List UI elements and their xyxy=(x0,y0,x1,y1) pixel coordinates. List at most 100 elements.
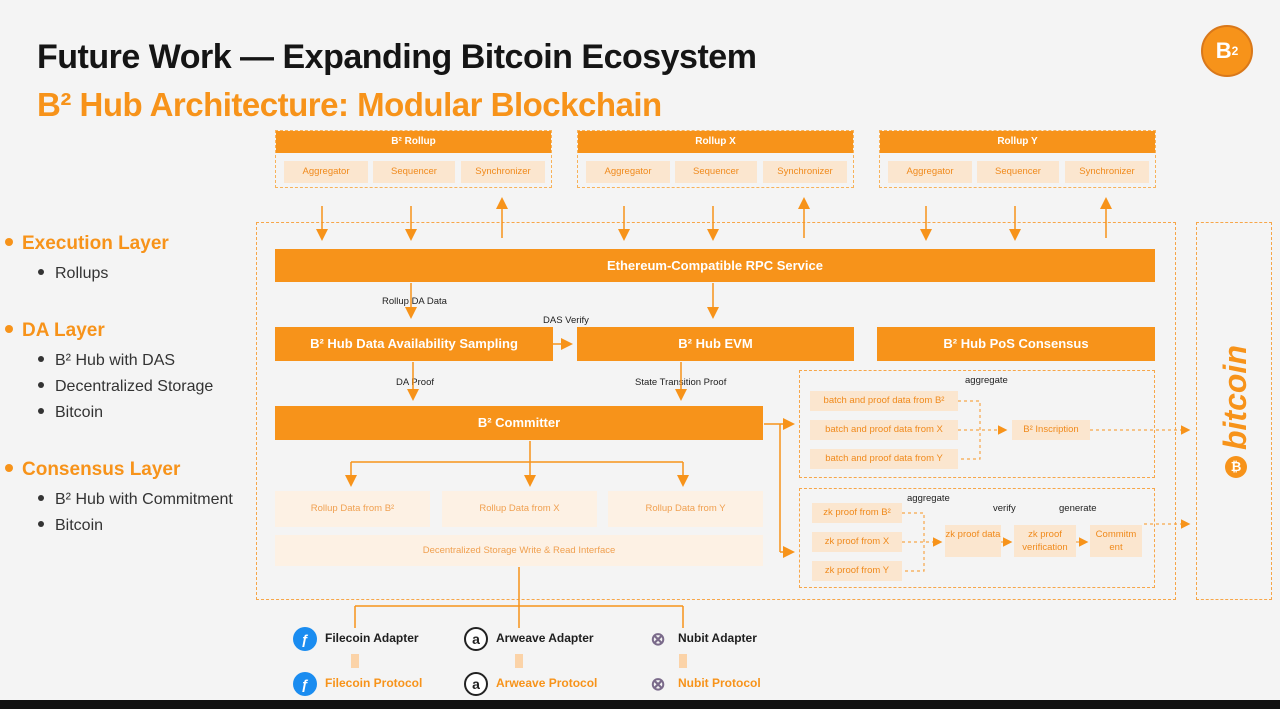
bullet-icon xyxy=(38,520,44,527)
layer-item-text: Bitcoin xyxy=(55,517,104,534)
zk-proof-y: zk proof from Y xyxy=(812,561,902,581)
layer-item: B² Hub with DAS xyxy=(38,352,175,370)
layer-title-text: DA Layer xyxy=(22,320,105,341)
synchronizer-box: Synchronizer xyxy=(763,161,847,183)
rollup-y: Rollup Y Aggregator Sequencer Synchroniz… xyxy=(879,130,1156,188)
arweave-adapter: a Arweave Adapter xyxy=(464,627,594,651)
bitcoin-text: bitcoin xyxy=(1217,345,1253,450)
sequencer-box: Sequencer xyxy=(675,161,757,183)
label-aggregate: aggregate xyxy=(965,375,1008,386)
rollup-title: B² Rollup xyxy=(276,131,551,153)
batch-x: batch and proof data from X xyxy=(810,420,958,440)
committer-box: B² Committer xyxy=(275,406,763,440)
zk-proof-b2: zk proof from B² xyxy=(812,503,902,523)
protocol-label: Nubit Protocol xyxy=(678,676,761,691)
inscription-panel xyxy=(799,370,1155,478)
zk-proof-data: zk proof data xyxy=(945,525,1001,557)
aggregator-box: Aggregator xyxy=(888,161,972,183)
layer-item-text: Bitcoin xyxy=(55,404,104,421)
protocol-label: Arweave Protocol xyxy=(496,676,598,691)
rollup-data-x: Rollup Data from X xyxy=(442,491,597,527)
adapter-link-filecoin xyxy=(351,654,359,668)
rollup-data-b2: Rollup Data from B² xyxy=(275,491,430,527)
filecoin-protocol: ƒ Filecoin Protocol xyxy=(293,672,422,696)
layer-item-text: B² Hub with Commitment xyxy=(55,491,233,508)
bullet-icon xyxy=(5,463,13,472)
sequencer-box: Sequencer xyxy=(373,161,455,183)
bullet-icon xyxy=(38,355,44,362)
bitcoin-coin-icon xyxy=(1225,456,1247,478)
label-zk-aggregate: aggregate xyxy=(907,493,950,504)
aggregator-box: Aggregator xyxy=(284,161,368,183)
arweave-protocol: a Arweave Protocol xyxy=(464,672,597,696)
aggregator-box: Aggregator xyxy=(586,161,670,183)
label-verify: verify xyxy=(993,503,1016,514)
batch-b2: batch and proof data from B² xyxy=(810,391,958,411)
footer-bar xyxy=(0,700,1280,709)
layer-title-text: Consensus Layer xyxy=(22,459,181,480)
rollup-x: Rollup X Aggregator Sequencer Synchroniz… xyxy=(577,130,854,188)
bitcoin-wordmark: ₿ bitcoin xyxy=(1217,345,1253,478)
label-das-verify: DAS Verify xyxy=(543,315,589,326)
layer-item: Rollups xyxy=(38,265,108,283)
aggregate-bracket xyxy=(958,400,981,460)
commitment-box: Commitm ent xyxy=(1090,525,1142,557)
nubit-icon: ⊗ xyxy=(650,629,666,649)
adapter-label: Arweave Adapter xyxy=(496,631,594,646)
rollup-b2: B² Rollup Aggregator Sequencer Synchroni… xyxy=(275,130,552,188)
batch-y: batch and proof data from Y xyxy=(810,449,958,469)
layer-title-consensus: Consensus Layer xyxy=(5,459,180,481)
protocol-label: Filecoin Protocol xyxy=(325,676,423,691)
layer-title-text: Execution Layer xyxy=(22,233,169,254)
layer-item-text: Rollups xyxy=(55,265,109,282)
adapter-link-nubit xyxy=(679,654,687,668)
pos-box: B² Hub PoS Consensus xyxy=(877,327,1155,361)
nubit-adapter: ⊗ Nubit Adapter xyxy=(646,627,757,651)
layer-item: Bitcoin xyxy=(38,404,103,422)
layer-item: Decentralized Storage xyxy=(38,378,213,396)
evm-box: B² Hub EVM xyxy=(577,327,854,361)
page-subtitle: B² Hub Architecture: Modular Blockchain xyxy=(37,86,662,123)
arweave-icon: a xyxy=(464,672,488,696)
rpc-service: Ethereum-Compatible RPC Service xyxy=(275,249,1155,282)
logo-sup: 2 xyxy=(1231,44,1239,58)
layer-title-da: DA Layer xyxy=(5,320,105,342)
das-box: B² Hub Data Availability Sampling xyxy=(275,327,553,361)
label-generate: generate xyxy=(1059,503,1097,514)
synchronizer-box: Synchronizer xyxy=(1065,161,1149,183)
label-da-proof: DA Proof xyxy=(396,377,435,388)
zk-aggregate-bracket xyxy=(902,512,925,572)
svg-text:₿: ₿ xyxy=(1231,459,1242,474)
adapter-label: Filecoin Adapter xyxy=(325,631,419,646)
filecoin-adapter: ƒ Filecoin Adapter xyxy=(293,627,419,651)
sequencer-box: Sequencer xyxy=(977,161,1059,183)
storage-interface: Decentralized Storage Write & Read Inter… xyxy=(275,535,763,566)
bitcoin-container xyxy=(1196,222,1272,600)
synchronizer-box: Synchronizer xyxy=(461,161,545,183)
b2-hub-container xyxy=(256,222,1176,600)
page-title: Future Work — Expanding Bitcoin Ecosyste… xyxy=(37,38,757,76)
bullet-icon xyxy=(38,494,44,501)
arweave-icon: a xyxy=(464,627,488,651)
label-rollup-da-data: Rollup DA Data xyxy=(382,296,447,307)
filecoin-icon: ƒ xyxy=(293,627,317,651)
filecoin-icon: ƒ xyxy=(293,672,317,696)
layer-item-text: B² Hub with DAS xyxy=(55,352,176,369)
bullet-icon xyxy=(38,268,44,275)
zk-panel xyxy=(799,488,1155,588)
adapter-label: Nubit Adapter xyxy=(678,631,757,646)
zk-proof-x: zk proof from X xyxy=(812,532,902,552)
bullet-icon xyxy=(5,237,13,246)
nubit-icon: ⊗ xyxy=(650,674,666,694)
layer-item: Bitcoin xyxy=(38,517,103,535)
layer-item-text: Decentralized Storage xyxy=(55,378,214,395)
rollup-data-y: Rollup Data from Y xyxy=(608,491,763,527)
bullet-icon xyxy=(38,407,44,414)
rollup-title: Rollup Y xyxy=(880,131,1155,153)
zk-proof-verification: zk proof verification xyxy=(1014,525,1076,557)
layer-item: B² Hub with Commitment xyxy=(38,491,233,509)
layer-title-execution: Execution Layer xyxy=(5,233,169,255)
bullet-icon xyxy=(38,381,44,388)
